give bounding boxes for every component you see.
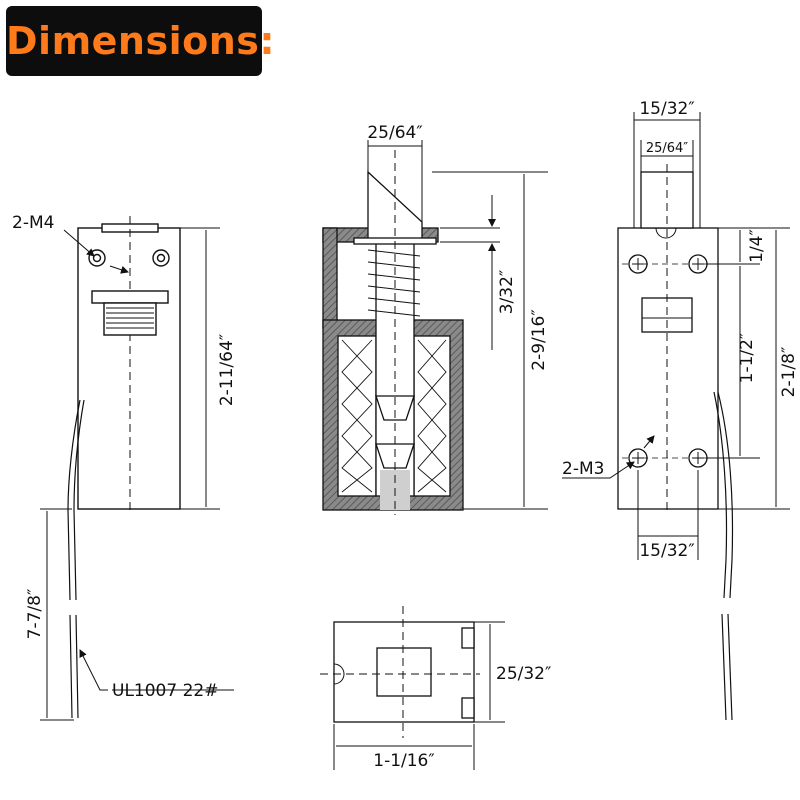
- bottom-width-label: 1-1/16″: [373, 751, 434, 771]
- side-collar: [91, 290, 169, 304]
- section-dimensions: [367, 140, 548, 510]
- total-height-label: 2-9/16″: [529, 309, 549, 370]
- side-view: [40, 216, 220, 721]
- side-height-label: 2-11/64″: [217, 334, 237, 406]
- coil-left-icon: [341, 339, 373, 493]
- top-width-label: 15/32″: [639, 99, 694, 119]
- bottom-depth-label: 25/32″: [496, 664, 551, 684]
- coil-right-icon: [417, 339, 447, 493]
- section-view: [322, 150, 464, 515]
- side-body: [77, 227, 181, 510]
- top-inner-width-label: 25/64″: [646, 141, 688, 156]
- m4-label: 2-M4: [12, 213, 54, 233]
- m3-label: 2-M3: [562, 459, 604, 479]
- page-title: Dimensions:: [6, 19, 276, 63]
- m4-leader: [63, 229, 95, 257]
- title-banner: Dimensions:: [6, 6, 276, 76]
- wire-length-label: 7-7/8″: [25, 589, 45, 640]
- hole-spacing-label: 1-1/2″: [737, 333, 757, 384]
- bottom-plunger-square: [376, 647, 432, 697]
- wire-leader: [79, 649, 108, 691]
- front-view: [617, 164, 734, 721]
- bottom-dimensions: [333, 621, 505, 770]
- front-dimensions: [562, 112, 790, 560]
- top-hole-offset-label: 1/4″: [747, 229, 767, 263]
- wire-spec-label: UL1007 22#: [112, 681, 218, 701]
- stroke-label: 3/32″: [497, 270, 517, 315]
- bottom-view: [320, 606, 480, 738]
- plunger-width-label: 25/64″: [367, 123, 422, 143]
- body-height-label: 2-1/8″: [779, 347, 799, 398]
- spring-icon: [367, 249, 421, 317]
- bottom-hole-width-label: 15/32″: [639, 541, 694, 561]
